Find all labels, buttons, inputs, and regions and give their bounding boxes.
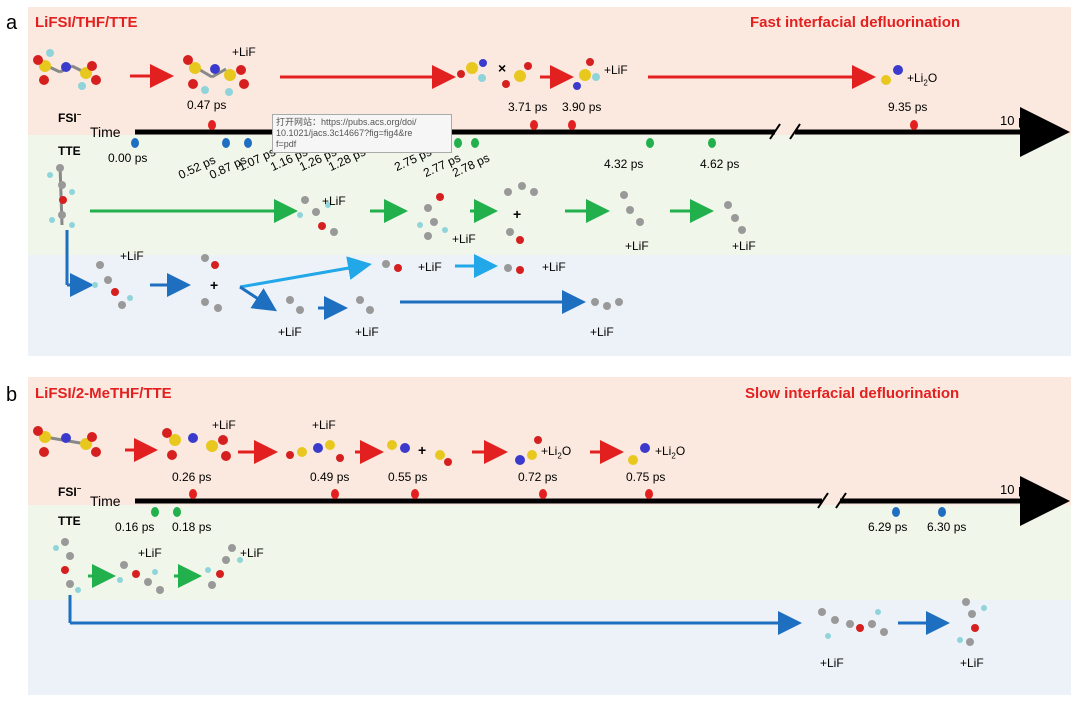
time-tick-label: 6.30 ps bbox=[927, 520, 967, 534]
lif-label: +LiF bbox=[960, 656, 984, 670]
panel-b-tte-band-blue bbox=[28, 600, 1071, 695]
panel-a-fsi-label: FSI− bbox=[58, 110, 82, 125]
panel-b-time-label: Time bbox=[90, 493, 121, 509]
panel-b-fsi-band bbox=[28, 377, 1071, 505]
tte-molecule-b5 bbox=[957, 598, 987, 646]
time-tick-label: 0.75 ps bbox=[626, 470, 666, 484]
lif-label: +LiF bbox=[240, 546, 264, 560]
tte-molecule-a2 bbox=[297, 196, 338, 236]
tte-fragments-a8 bbox=[201, 254, 222, 312]
tte-molecule-a5 bbox=[620, 191, 644, 226]
li2o-label: +Li2O bbox=[655, 444, 686, 461]
time-tick-label: 4.62 ps bbox=[700, 157, 740, 171]
panel-b-speed-title: Slow interfacial defluorination bbox=[745, 385, 960, 402]
lif-label: +LiF bbox=[542, 260, 566, 274]
plus-symbol: + bbox=[418, 442, 427, 458]
fsi-fragment-b5 bbox=[515, 436, 542, 465]
tte-molecule-a7 bbox=[92, 261, 133, 309]
lif-label: +LiF bbox=[212, 418, 236, 432]
fsi-molecule-b2 bbox=[162, 428, 231, 461]
lif-label: +LiF bbox=[322, 194, 346, 208]
lif-label: +LiF bbox=[120, 249, 144, 263]
panel-a-time-label: Time bbox=[90, 124, 121, 140]
panel-a-tte-label: TTE bbox=[58, 144, 81, 158]
tte-molecule-a6 bbox=[724, 201, 746, 234]
li2o-label: +Li2O bbox=[907, 71, 938, 88]
lif-label: +LiF bbox=[590, 325, 614, 339]
panel-a-time-end: 10 ps bbox=[1000, 113, 1032, 128]
fsi-fragment-a5 bbox=[573, 58, 600, 90]
lif-label: +LiF bbox=[312, 418, 336, 432]
fsi-fragment-a3 bbox=[457, 59, 487, 82]
fsi-fragment-b6 bbox=[628, 443, 650, 465]
fsi-fragment-a6 bbox=[881, 65, 903, 85]
lif-label: +LiF bbox=[604, 63, 628, 77]
fsi-molecule-a1 bbox=[33, 49, 101, 90]
lif-label: +LiF bbox=[138, 546, 162, 560]
fsi-molecule-b4 bbox=[387, 440, 452, 466]
time-tick-label: 0.55 ps bbox=[388, 470, 428, 484]
li2o-label: +Li2O bbox=[541, 444, 572, 461]
panel-b-time-end: 10 ps bbox=[1000, 482, 1032, 497]
tte-molecule-b1 bbox=[53, 538, 81, 593]
fsi-fragment-a4 bbox=[502, 62, 532, 88]
tte-fragments-a4 bbox=[504, 182, 538, 244]
panel-a-tte-band-green bbox=[28, 135, 1071, 255]
fsi-molecule-a2 bbox=[183, 55, 249, 96]
fsi-molecule-b3 bbox=[286, 440, 344, 462]
panel-a-system-title: LiFSI/THF/TTE bbox=[35, 14, 138, 31]
panel-b-letter: b bbox=[6, 384, 18, 406]
tte-molecule-a3 bbox=[417, 193, 448, 240]
time-tick-label: 9.35 ps bbox=[888, 100, 928, 114]
time-tick-label: 6.29 ps bbox=[868, 520, 908, 534]
lif-label: +LiF bbox=[418, 260, 442, 274]
plus-symbol: + bbox=[210, 277, 219, 293]
lif-label: +LiF bbox=[820, 656, 844, 670]
tte-fragment-a13 bbox=[591, 298, 623, 310]
lif-label: +LiF bbox=[278, 325, 302, 339]
panel-a-tte-band-blue bbox=[28, 255, 1071, 356]
tte-fragment-a10 bbox=[504, 264, 524, 274]
time-tick-label: 0.26 ps bbox=[172, 470, 212, 484]
panel-b-system-title: LiFSI/2-MeTHF/TTE bbox=[35, 385, 172, 402]
lif-label: +LiF bbox=[232, 45, 256, 59]
plus-symbol: + bbox=[513, 206, 522, 222]
tte-molecule-b2 bbox=[117, 561, 164, 594]
tte-fragment-a12 bbox=[356, 296, 374, 314]
lif-label: +LiF bbox=[732, 239, 756, 253]
time-tick-label: 4.32 ps bbox=[604, 157, 644, 171]
panel-a-speed-title: Fast interfacial defluorination bbox=[750, 14, 961, 31]
tte-fragment-a9 bbox=[382, 260, 402, 272]
time-tick-label: 0.47 ps bbox=[187, 98, 227, 112]
time-tick-label: 3.90 ps bbox=[562, 100, 602, 114]
time-tick-label: 0.18 ps bbox=[172, 520, 212, 534]
url-tooltip[interactable]: 打开网站：https://pubs.acs.org/doi/ 10.1021/j… bbox=[272, 114, 452, 153]
tte-molecule-b4 bbox=[818, 608, 888, 639]
panel-b-tte-label: TTE bbox=[58, 514, 81, 528]
time-tick-label: 0.49 ps bbox=[310, 470, 350, 484]
time-tick-label: 0.00 ps bbox=[108, 151, 148, 165]
tte-molecule-b3 bbox=[205, 544, 243, 589]
lif-label: +LiF bbox=[452, 232, 476, 246]
fsi-molecule-b1 bbox=[33, 426, 101, 457]
lif-label: +LiF bbox=[355, 325, 379, 339]
cross-symbol: × bbox=[498, 60, 507, 76]
tte-fragment-a11 bbox=[286, 296, 304, 314]
tte-molecule-a1 bbox=[47, 164, 75, 228]
time-tick-label: 0.72 ps bbox=[518, 470, 558, 484]
panel-b-fsi-label: FSI− bbox=[58, 484, 82, 499]
time-tick-label: 0.16 ps bbox=[115, 520, 155, 534]
time-tick-label: 3.71 ps bbox=[508, 100, 548, 114]
panel-a-letter: a bbox=[6, 12, 18, 34]
lif-label: +LiF bbox=[625, 239, 649, 253]
